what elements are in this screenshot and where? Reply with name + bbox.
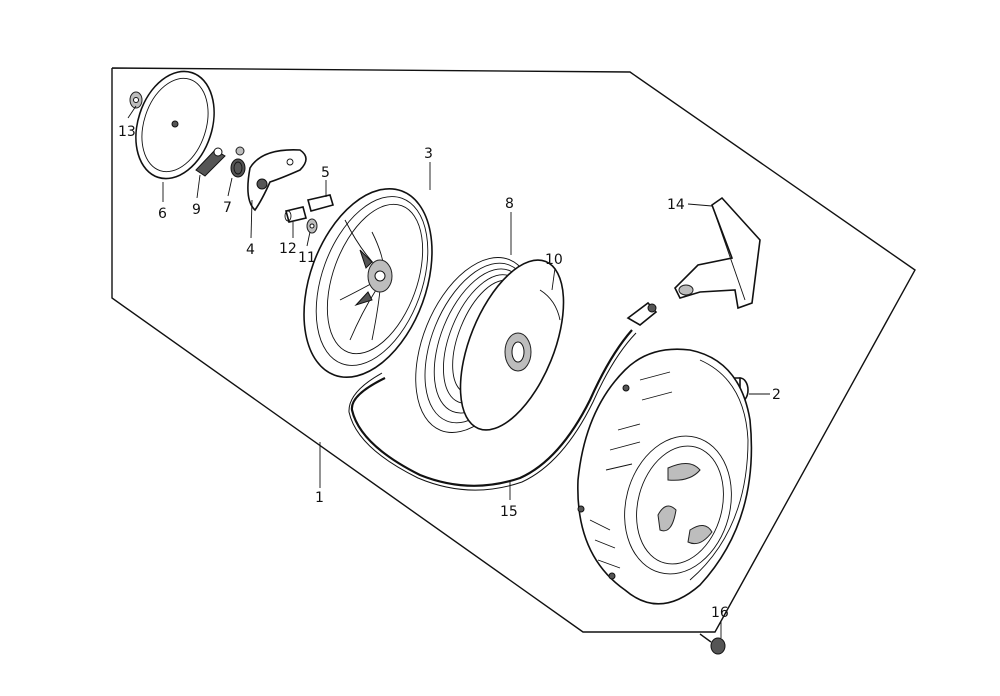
part-16-screw xyxy=(699,633,726,655)
callout-15: 15 xyxy=(500,504,518,520)
callouts: 1 2 3 4 5 6 7 8 9 10 11 12 13 14 15 16 xyxy=(118,124,781,621)
callout-5: 5 xyxy=(321,165,330,181)
leader-lines xyxy=(127,105,770,638)
part-9-spring xyxy=(195,147,226,177)
callout-1: 1 xyxy=(315,490,324,506)
part-6-plate xyxy=(135,70,215,180)
callout-3: 3 xyxy=(424,146,433,162)
callout-8: 8 xyxy=(505,196,514,212)
callout-9: 9 xyxy=(192,202,201,218)
part-4-ratchet xyxy=(247,149,307,212)
part-13-nut xyxy=(129,91,143,109)
callout-10: 10 xyxy=(545,252,563,268)
starter-cover xyxy=(577,348,753,605)
callout-2: 2 xyxy=(772,387,781,403)
assembly-outline xyxy=(111,67,916,633)
callout-14: 14 xyxy=(667,197,685,213)
part-7-spring xyxy=(230,146,246,178)
callout-11: 11 xyxy=(298,250,316,266)
part-5-pin xyxy=(307,194,335,212)
part-3-reel xyxy=(303,187,433,379)
callout-6: 6 xyxy=(158,206,167,222)
callout-12: 12 xyxy=(279,241,297,257)
part-15-rope xyxy=(348,301,658,491)
part-14-handle xyxy=(674,196,761,310)
part-10-spring-case xyxy=(459,259,565,431)
callout-4: 4 xyxy=(246,242,255,258)
part-11-washer xyxy=(306,218,318,234)
callout-13: 13 xyxy=(118,124,136,140)
part-12-pin xyxy=(284,206,307,223)
callout-16: 16 xyxy=(711,605,729,621)
callout-7: 7 xyxy=(223,200,232,216)
